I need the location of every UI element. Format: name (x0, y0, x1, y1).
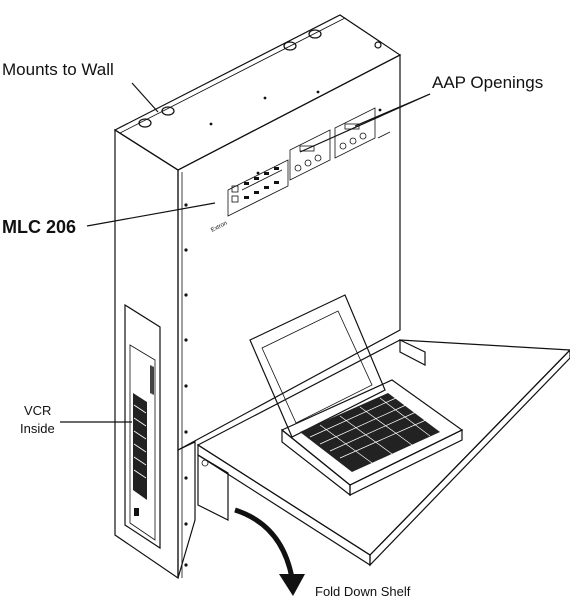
cabinet-front (177, 54, 401, 452)
mount-hole-icon (308, 29, 322, 39)
mount-holes (138, 29, 382, 128)
aap-openings-label: AAP Openings (432, 73, 543, 92)
vcr-label: VCR (24, 403, 51, 418)
cabinet-front-lower (177, 441, 196, 579)
aap-plate (334, 107, 376, 159)
vcr-inside-label: Inside (20, 421, 55, 436)
mount-hole-icon (161, 106, 175, 116)
screw-icon (374, 41, 382, 49)
cabinet (113, 14, 402, 580)
aap-plate (289, 129, 331, 181)
leader-lines (60, 82, 431, 423)
aap-openings (289, 107, 391, 181)
button-icon (231, 185, 239, 193)
fold-down-shelf (196, 339, 570, 567)
mounts-to-wall-label: Mounts to Wall (2, 60, 114, 79)
vcr-bay (124, 303, 161, 550)
curved-down-arrow-icon (234, 507, 305, 596)
mount-hole-icon (283, 41, 297, 51)
fold-down-shelf-label: Fold Down Shelf (315, 584, 411, 599)
laptop (249, 294, 464, 497)
button-icon (231, 195, 239, 203)
keyboard-icon (300, 393, 440, 472)
front-screws (184, 108, 382, 567)
mlc-206-label: MLC 206 (2, 217, 76, 237)
mlc-206-panel: Extron (210, 159, 289, 234)
panel-brand: Extron (210, 221, 228, 234)
mount-hole-icon (138, 118, 152, 128)
